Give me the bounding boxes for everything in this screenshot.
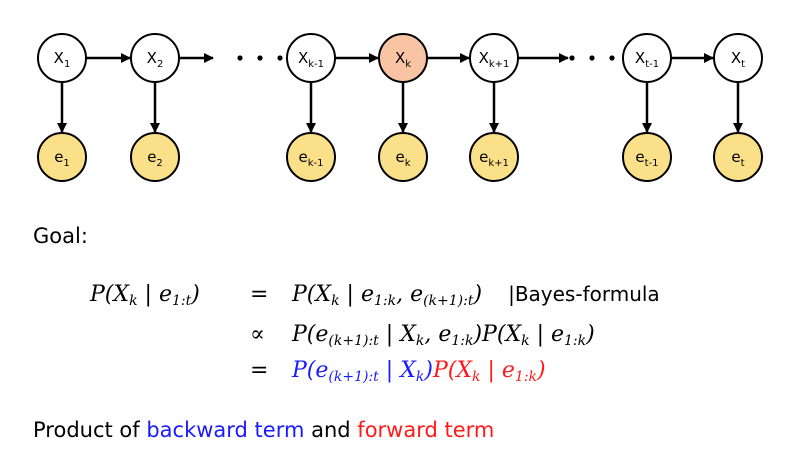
equation-lhs: P(Xk | e1:t) (90, 282, 200, 309)
equation-op-proportional: ∝ (250, 322, 265, 347)
evidence-node-1-label: e1 (54, 148, 70, 169)
hidden-node-t-1: Xt-1 (622, 33, 672, 83)
evidence-node-k+1-label: ek+1 (479, 148, 509, 169)
equation-rhs-3: P(e(k+1):t | Xk)P(Xk | e1:k) (292, 358, 546, 385)
evidence-node-k-1-label: ek-1 (299, 148, 324, 169)
evidence-node-k: ek (378, 132, 428, 182)
evidence-node-t-label: et (731, 148, 744, 169)
forward-term-expr: P(Xk | e1:k) (432, 358, 546, 385)
evidence-node-1: e1 (37, 132, 87, 182)
ellipsis-dot (569, 55, 575, 61)
equation-op-equals-3: = (250, 358, 269, 383)
ellipsis-dot (237, 55, 243, 61)
evidence-node-k+1: ek+1 (469, 132, 519, 182)
hidden-node-k-1: Xk-1 (286, 33, 336, 83)
hidden-node-2: X2 (130, 33, 180, 83)
evidence-node-t-1-label: et-1 (635, 148, 658, 169)
forward-term-label: forward term (357, 418, 495, 442)
evidence-node-k-label: ek (395, 148, 410, 169)
equation-op-equals-1: = (250, 282, 269, 307)
hidden-node-t: Xt (713, 33, 763, 83)
hidden-node-1: X1 (37, 33, 87, 83)
evidence-node-k-1: ek-1 (286, 132, 336, 182)
equation-rhs-2: P(e(k+1):t | Xk, e1:k)P(Xk | e1:k) (292, 322, 595, 349)
evidence-node-2: e2 (130, 132, 180, 182)
hidden-node-2-label: X2 (147, 49, 164, 70)
evidence-node-2-label: e2 (147, 148, 163, 169)
hidden-node-k-1-label: Xk-1 (298, 49, 324, 70)
backward-term-label: backward term (146, 418, 305, 442)
hidden-node-t-1-label: Xt-1 (635, 49, 659, 70)
goal-label: Goal: (33, 224, 88, 248)
evidence-node-t: et (713, 132, 763, 182)
equation-rhs-1: P(Xk | e1:k, e(k+1):t)|Bayes-formula (292, 282, 660, 309)
hidden-node-1-label: X1 (54, 49, 71, 70)
hidden-node-k-label: Xk (395, 49, 411, 70)
ellipsis-dot (277, 55, 283, 61)
bayes-note: |Bayes-formula (508, 282, 660, 306)
ellipsis-dot (609, 55, 615, 61)
evidence-node-t-1: et-1 (622, 132, 672, 182)
ellipsis-dot (589, 55, 595, 61)
ellipsis-dot (257, 55, 263, 61)
backward-term-expr: P(e(k+1):t | Xk) (292, 358, 433, 385)
hidden-node-k+1-label: Xk+1 (479, 49, 510, 70)
hidden-node-k: Xk (378, 33, 428, 83)
summary-text: Product of backward term and forward ter… (33, 418, 495, 442)
hidden-node-k+1: Xk+1 (469, 33, 519, 83)
hidden-node-t-label: Xt (731, 49, 745, 70)
hmm-diagram: X1 X2 Xk-1 Xk Xk+1 Xt-1 Xt e1 e2 ek-1 ek ek+1 et-1 et (37, 33, 763, 182)
